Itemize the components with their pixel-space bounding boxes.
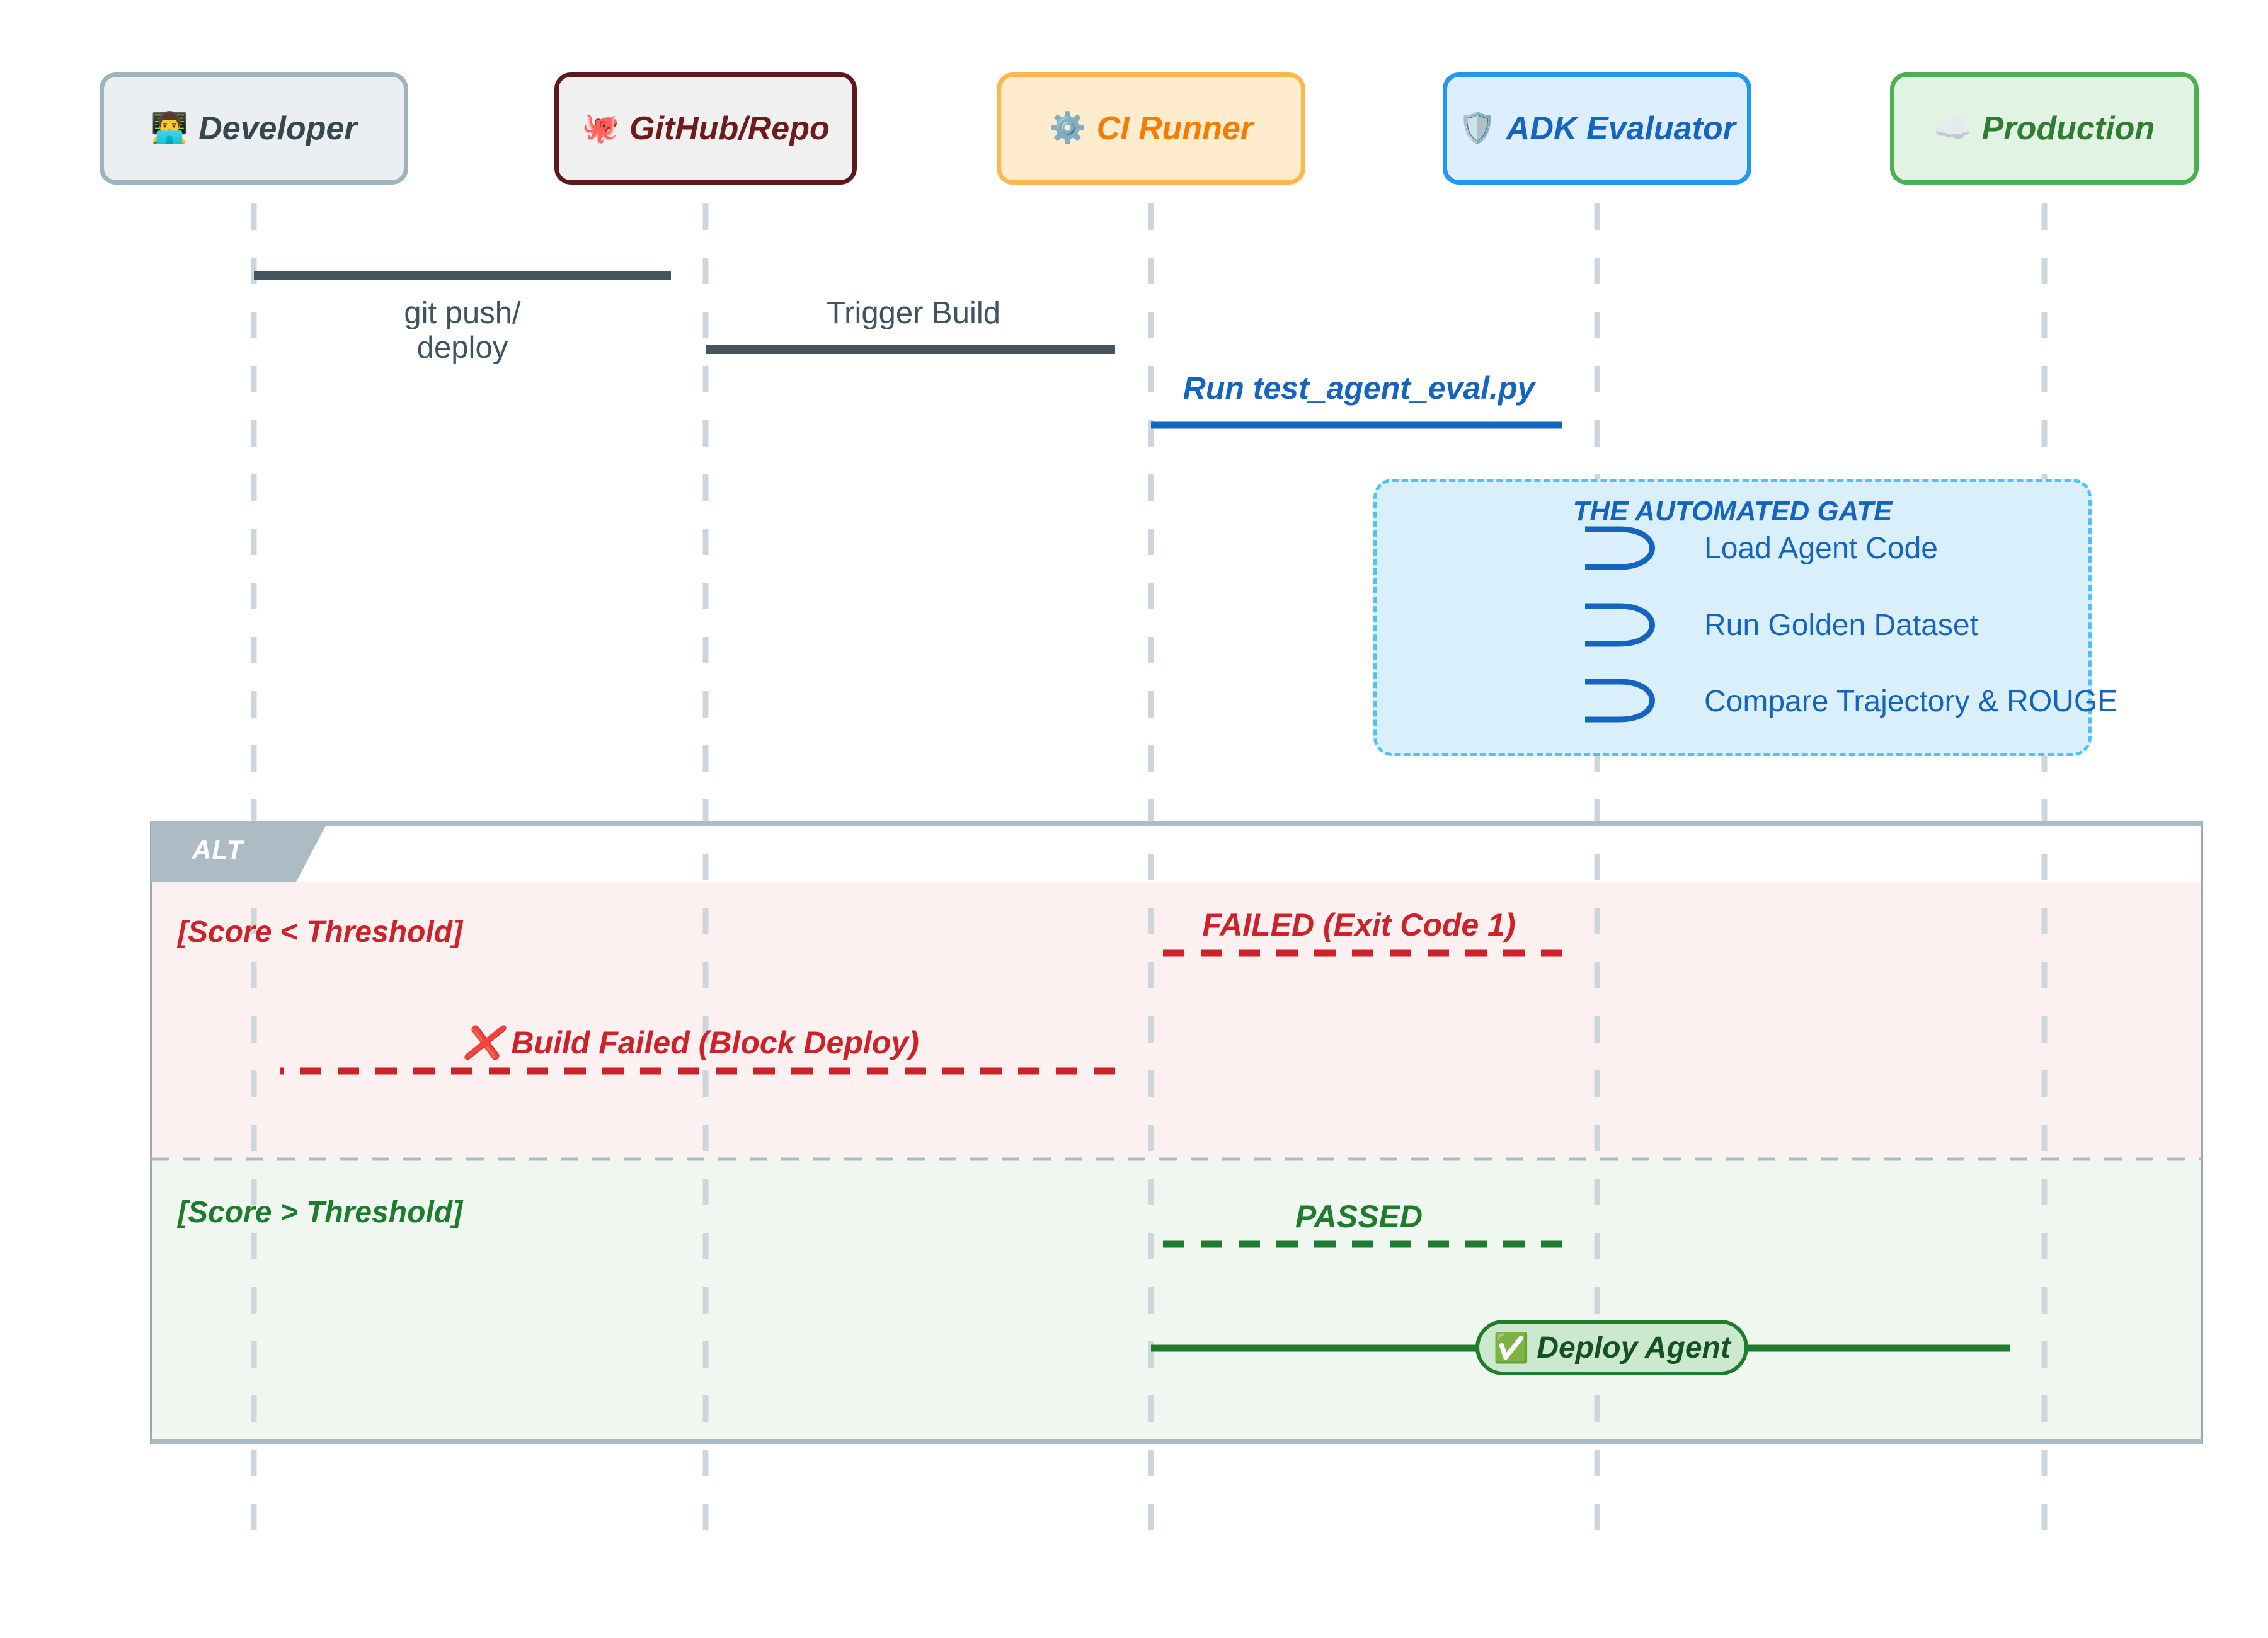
gate-item-load-agent-code: Load Agent Code <box>1704 532 1938 565</box>
message-label-git-push: git push/ deploy <box>404 296 521 365</box>
participant-label-adk: ADK Evaluator <box>1506 110 1736 147</box>
gate-item-run-golden-dataset: Run Golden Dataset <box>1704 609 1978 642</box>
gate-item-compare-trajectory-rouge: Compare Trajectory & ROUGE <box>1704 685 2118 718</box>
participant-developer[interactable]: 👨‍💻 Developer <box>100 72 408 185</box>
check-mark-icon: ✅ <box>1493 1331 1530 1364</box>
gear-emoji: ⚙️ <box>1048 112 1087 145</box>
message-label-failed: FAILED (Exit Code 1) <box>1202 907 1516 942</box>
participant-github[interactable]: 🐙 GitHub/Repo <box>554 72 857 185</box>
participant-label-ci: CI Runner <box>1096 110 1254 147</box>
automated-gate-note: THE AUTOMATED GATE <box>1373 479 2092 756</box>
participant-adk[interactable]: 🛡️ ADK Evaluator <box>1443 72 1751 185</box>
alt-condition-score-below-threshold: [Score < Threshold] <box>178 915 463 949</box>
message-label-trigger: Trigger Build <box>827 296 1000 330</box>
participant-label-github: GitHub/Repo <box>629 110 830 147</box>
automated-gate-title: THE AUTOMATED GATE <box>1572 496 1893 527</box>
message-label-passed: PASSED <box>1295 1199 1423 1234</box>
cloud-emoji: ☁️ <box>1933 112 1972 145</box>
message-label-run-eval: Run test_agent_eval.py <box>1183 370 1535 406</box>
deploy-agent-label: Deploy Agent <box>1537 1331 1731 1365</box>
message-label-build-fail: ❌ Build Failed (Block Deploy) <box>463 1025 919 1060</box>
deploy-agent-badge[interactable]: ✅ Deploy Agent <box>1475 1320 1748 1375</box>
shield-emoji: 🛡️ <box>1458 112 1496 145</box>
participant-label-developer: Developer <box>198 110 357 147</box>
participant-prod[interactable]: ☁️ Production <box>1890 72 2199 185</box>
alt-tab-label: ALT <box>192 835 244 864</box>
participant-label-prod: Production <box>1981 110 2155 147</box>
technologist-emoji: 👨‍💻 <box>151 112 189 145</box>
octopus-emoji: 🐙 <box>581 112 619 145</box>
alt-condition-score-above-threshold: [Score > Threshold] <box>178 1196 463 1229</box>
participant-ci[interactable]: ⚙️ CI Runner <box>997 72 1305 185</box>
